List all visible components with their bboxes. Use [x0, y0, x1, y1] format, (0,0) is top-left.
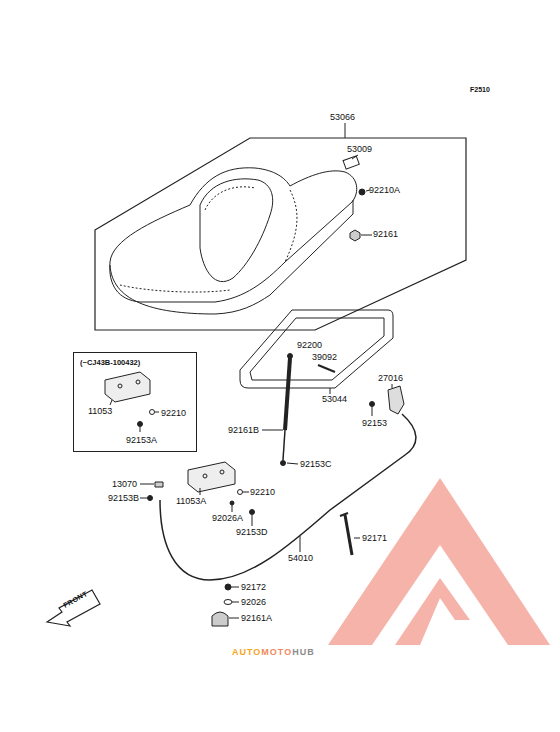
callout-number: 92210 [161, 408, 186, 419]
callout-number: 92161B [228, 425, 259, 436]
frame-and-parts [47, 310, 416, 626]
callout-number: 92153A [126, 435, 157, 446]
callout-number: 39092 [312, 352, 337, 363]
serial-range-box: (~CJ43B-100432) 11053 92210 92153A [73, 352, 197, 452]
callout-number: 92153D [236, 527, 268, 538]
callout-number: 92210A [369, 185, 400, 196]
watermark-text: AUTO [232, 647, 261, 658]
seat [110, 123, 372, 314]
callout-number: 53009 [347, 144, 372, 155]
outline [95, 110, 467, 332]
watermark-logo [328, 478, 550, 645]
seat-assembly-frame: 53066 53009 92210A 92161 [95, 110, 467, 332]
callout-number: 92200 [297, 340, 322, 351]
callout-number: 53044 [322, 394, 347, 405]
callout-number: 92161 [373, 229, 398, 240]
callout-number: 92210 [250, 487, 275, 498]
callout-number: 92153C [300, 459, 332, 470]
watermark: AUTOMOTOHUB [232, 647, 315, 658]
callout-number: 11053A [176, 496, 206, 507]
callout-number: 92161A [241, 613, 272, 624]
callout-number: 92026 [241, 597, 266, 608]
callout-number: 92171 [362, 533, 387, 544]
watermark-text: MOTO [261, 647, 292, 658]
serial-note: (~CJ43B-100432) [80, 357, 140, 368]
callout-number: 11053 [88, 406, 112, 417]
watermark-text: HUB [292, 647, 315, 658]
callout-number: 92172 [241, 582, 266, 593]
callout-number: 53066 [330, 112, 355, 123]
callout-number: 54010 [288, 553, 313, 564]
callout-number: 92153 [362, 418, 387, 429]
callout-number: 27016 [378, 373, 403, 384]
callout-number: 92153B [108, 493, 139, 504]
callout-number: 13070 [112, 479, 137, 490]
figure-code: F2510 [470, 84, 490, 95]
callout-number: 92026A [212, 513, 243, 524]
